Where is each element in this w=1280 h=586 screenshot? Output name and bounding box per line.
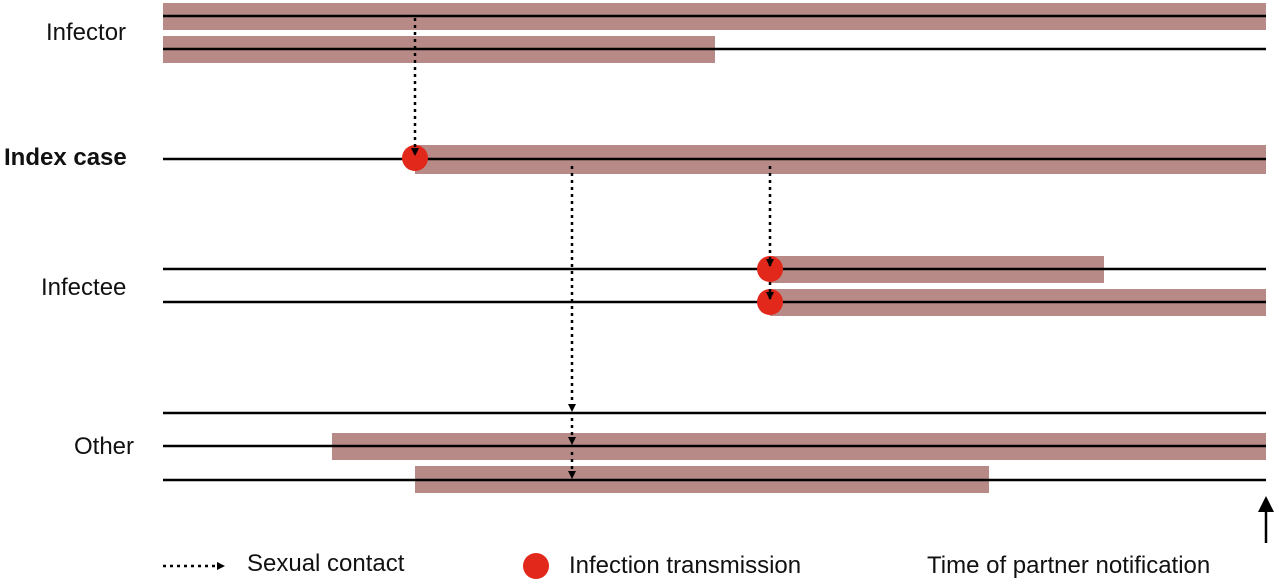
transmission-dot-infectee-2 — [757, 289, 783, 315]
legend-transmission-label: Infection transmission — [569, 552, 802, 579]
group-label-index-case: Index case — [4, 144, 127, 171]
transmission-dot-index-case — [402, 145, 428, 171]
transmission-dot-infectee-1 — [757, 256, 783, 282]
legend-sexual-contact-label: Sexual contact — [247, 550, 405, 577]
group-label-infector: Infector — [46, 19, 127, 46]
group-label-other: Other — [74, 433, 135, 460]
legend-notification-label: Time of partner notification — [927, 552, 1211, 579]
legend-transmission-dot — [523, 553, 549, 579]
notification-time-arrowhead — [1258, 496, 1274, 512]
group-label-infectee: Infectee — [41, 274, 127, 301]
